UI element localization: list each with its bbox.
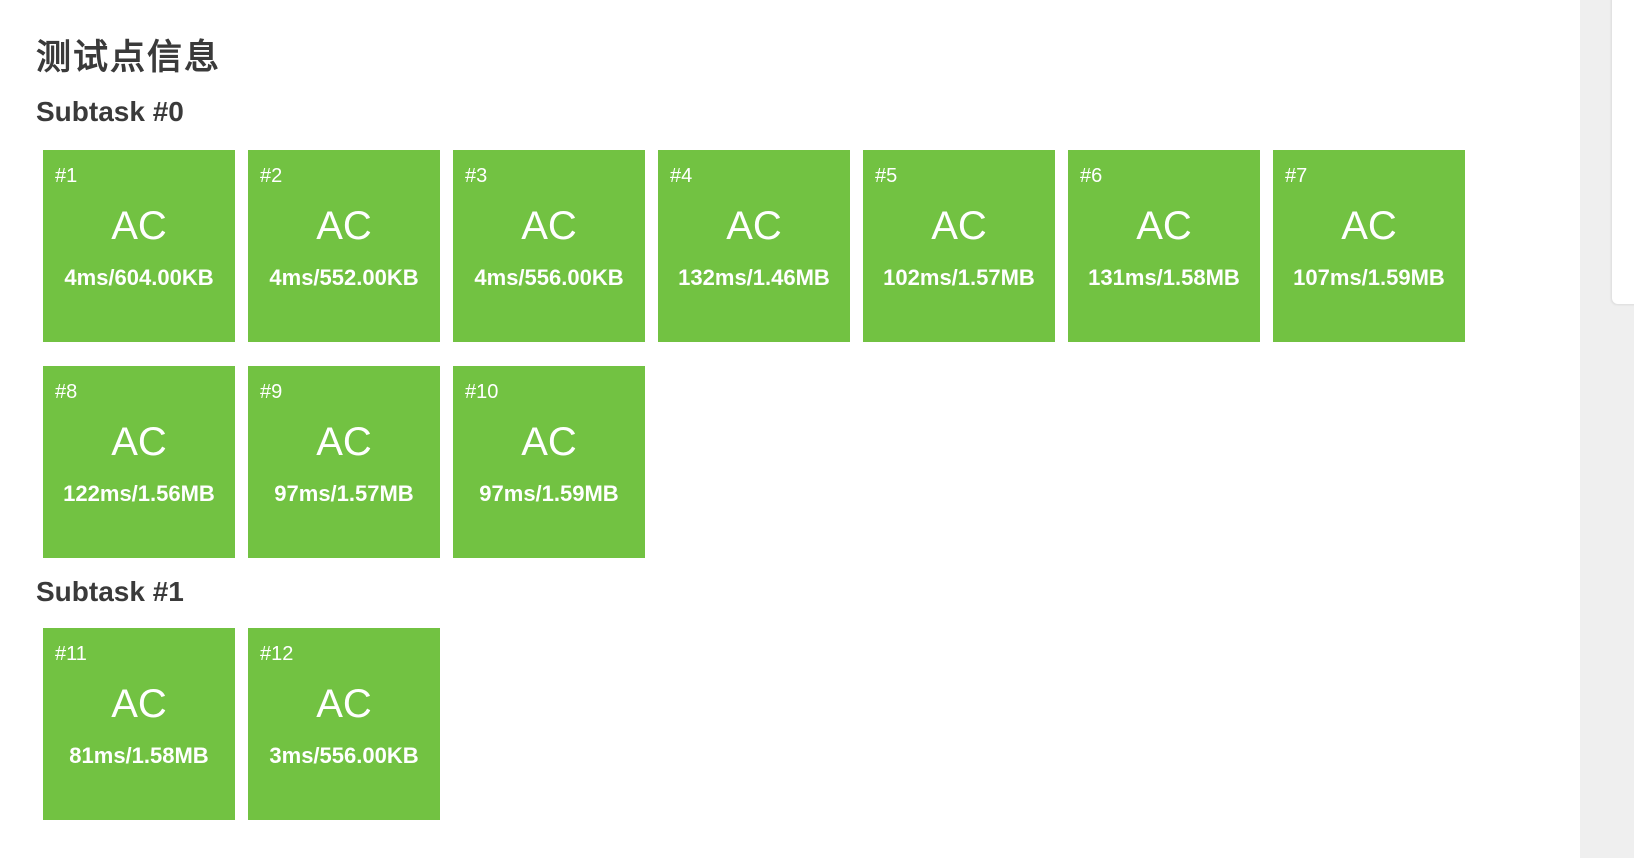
test-case-time-memory: 102ms/1.57MB [883, 265, 1035, 290]
test-case-status: AC [316, 204, 372, 248]
test-case-card[interactable]: #8 AC 122ms/1.56MB [43, 366, 235, 558]
test-case-card[interactable]: #3 AC 4ms/556.00KB [453, 150, 645, 342]
page-title: 测试点信息 [36, 38, 222, 78]
test-case-card[interactable]: #2 AC 4ms/552.00KB [248, 150, 440, 342]
test-case-card[interactable]: #6 AC 131ms/1.58MB [1068, 150, 1260, 342]
test-case-id: #3 [465, 165, 488, 187]
test-case-time-memory: 81ms/1.58MB [69, 743, 209, 768]
sidebar-card-edge [1612, 0, 1634, 304]
test-case-time-memory: 122ms/1.56MB [63, 481, 215, 506]
test-case-card[interactable]: #9 AC 97ms/1.57MB [248, 366, 440, 558]
test-case-status: AC [111, 682, 167, 726]
test-case-id: #2 [260, 165, 283, 187]
test-case-id: #8 [55, 381, 78, 403]
test-case-time-memory: 131ms/1.58MB [1088, 265, 1240, 290]
test-case-id: #9 [260, 381, 283, 403]
subtask-grid-1: #11 AC 81ms/1.58MB #12 AC 3ms/556.00KB [43, 628, 1465, 820]
test-case-id: #7 [1285, 165, 1308, 187]
subtask-title-1: Subtask #1 [36, 576, 184, 607]
test-case-card[interactable]: #4 AC 132ms/1.46MB [658, 150, 850, 342]
test-case-time-memory: 3ms/556.00KB [269, 743, 419, 768]
test-case-card[interactable]: #7 AC 107ms/1.59MB [1273, 150, 1465, 342]
test-point-panel: 测试点信息 Subtask #0 #1 AC 4ms/604.00KB #2 A… [36, 38, 1465, 820]
test-case-id: #10 [465, 381, 499, 403]
test-case-status: AC [316, 420, 372, 464]
test-case-id: #5 [875, 165, 898, 187]
test-case-status: AC [521, 204, 577, 248]
test-case-status: AC [931, 204, 987, 248]
test-case-id: #6 [1080, 165, 1103, 187]
test-case-time-memory: 107ms/1.59MB [1293, 265, 1445, 290]
test-case-time-memory: 97ms/1.59MB [479, 481, 619, 506]
test-case-card[interactable]: #12 AC 3ms/556.00KB [248, 628, 440, 820]
subtask-title-0: Subtask #0 [36, 96, 184, 127]
test-case-id: #12 [260, 643, 294, 665]
test-case-status: AC [111, 420, 167, 464]
test-case-card[interactable]: #1 AC 4ms/604.00KB [43, 150, 235, 342]
test-case-status: AC [316, 682, 372, 726]
test-case-status: AC [726, 204, 782, 248]
test-case-status: AC [111, 204, 167, 248]
test-case-id: #11 [55, 643, 87, 665]
test-case-status: AC [521, 420, 577, 464]
test-case-status: AC [1136, 204, 1192, 248]
test-case-id: #4 [670, 165, 693, 187]
test-case-time-memory: 97ms/1.57MB [274, 481, 414, 506]
test-case-card[interactable]: #11 AC 81ms/1.58MB [43, 628, 235, 820]
test-case-time-memory: 4ms/552.00KB [269, 265, 419, 290]
test-case-time-memory: 4ms/556.00KB [474, 265, 624, 290]
test-case-time-memory: 132ms/1.46MB [678, 265, 830, 290]
subtask-grid-0: #1 AC 4ms/604.00KB #2 AC 4ms/552.00KB #3… [43, 150, 1465, 558]
test-case-time-memory: 4ms/604.00KB [64, 265, 214, 290]
test-case-card[interactable]: #10 AC 97ms/1.59MB [453, 366, 645, 558]
test-case-card[interactable]: #5 AC 102ms/1.57MB [863, 150, 1055, 342]
test-case-id: #1 [55, 165, 78, 187]
test-case-status: AC [1341, 204, 1397, 248]
